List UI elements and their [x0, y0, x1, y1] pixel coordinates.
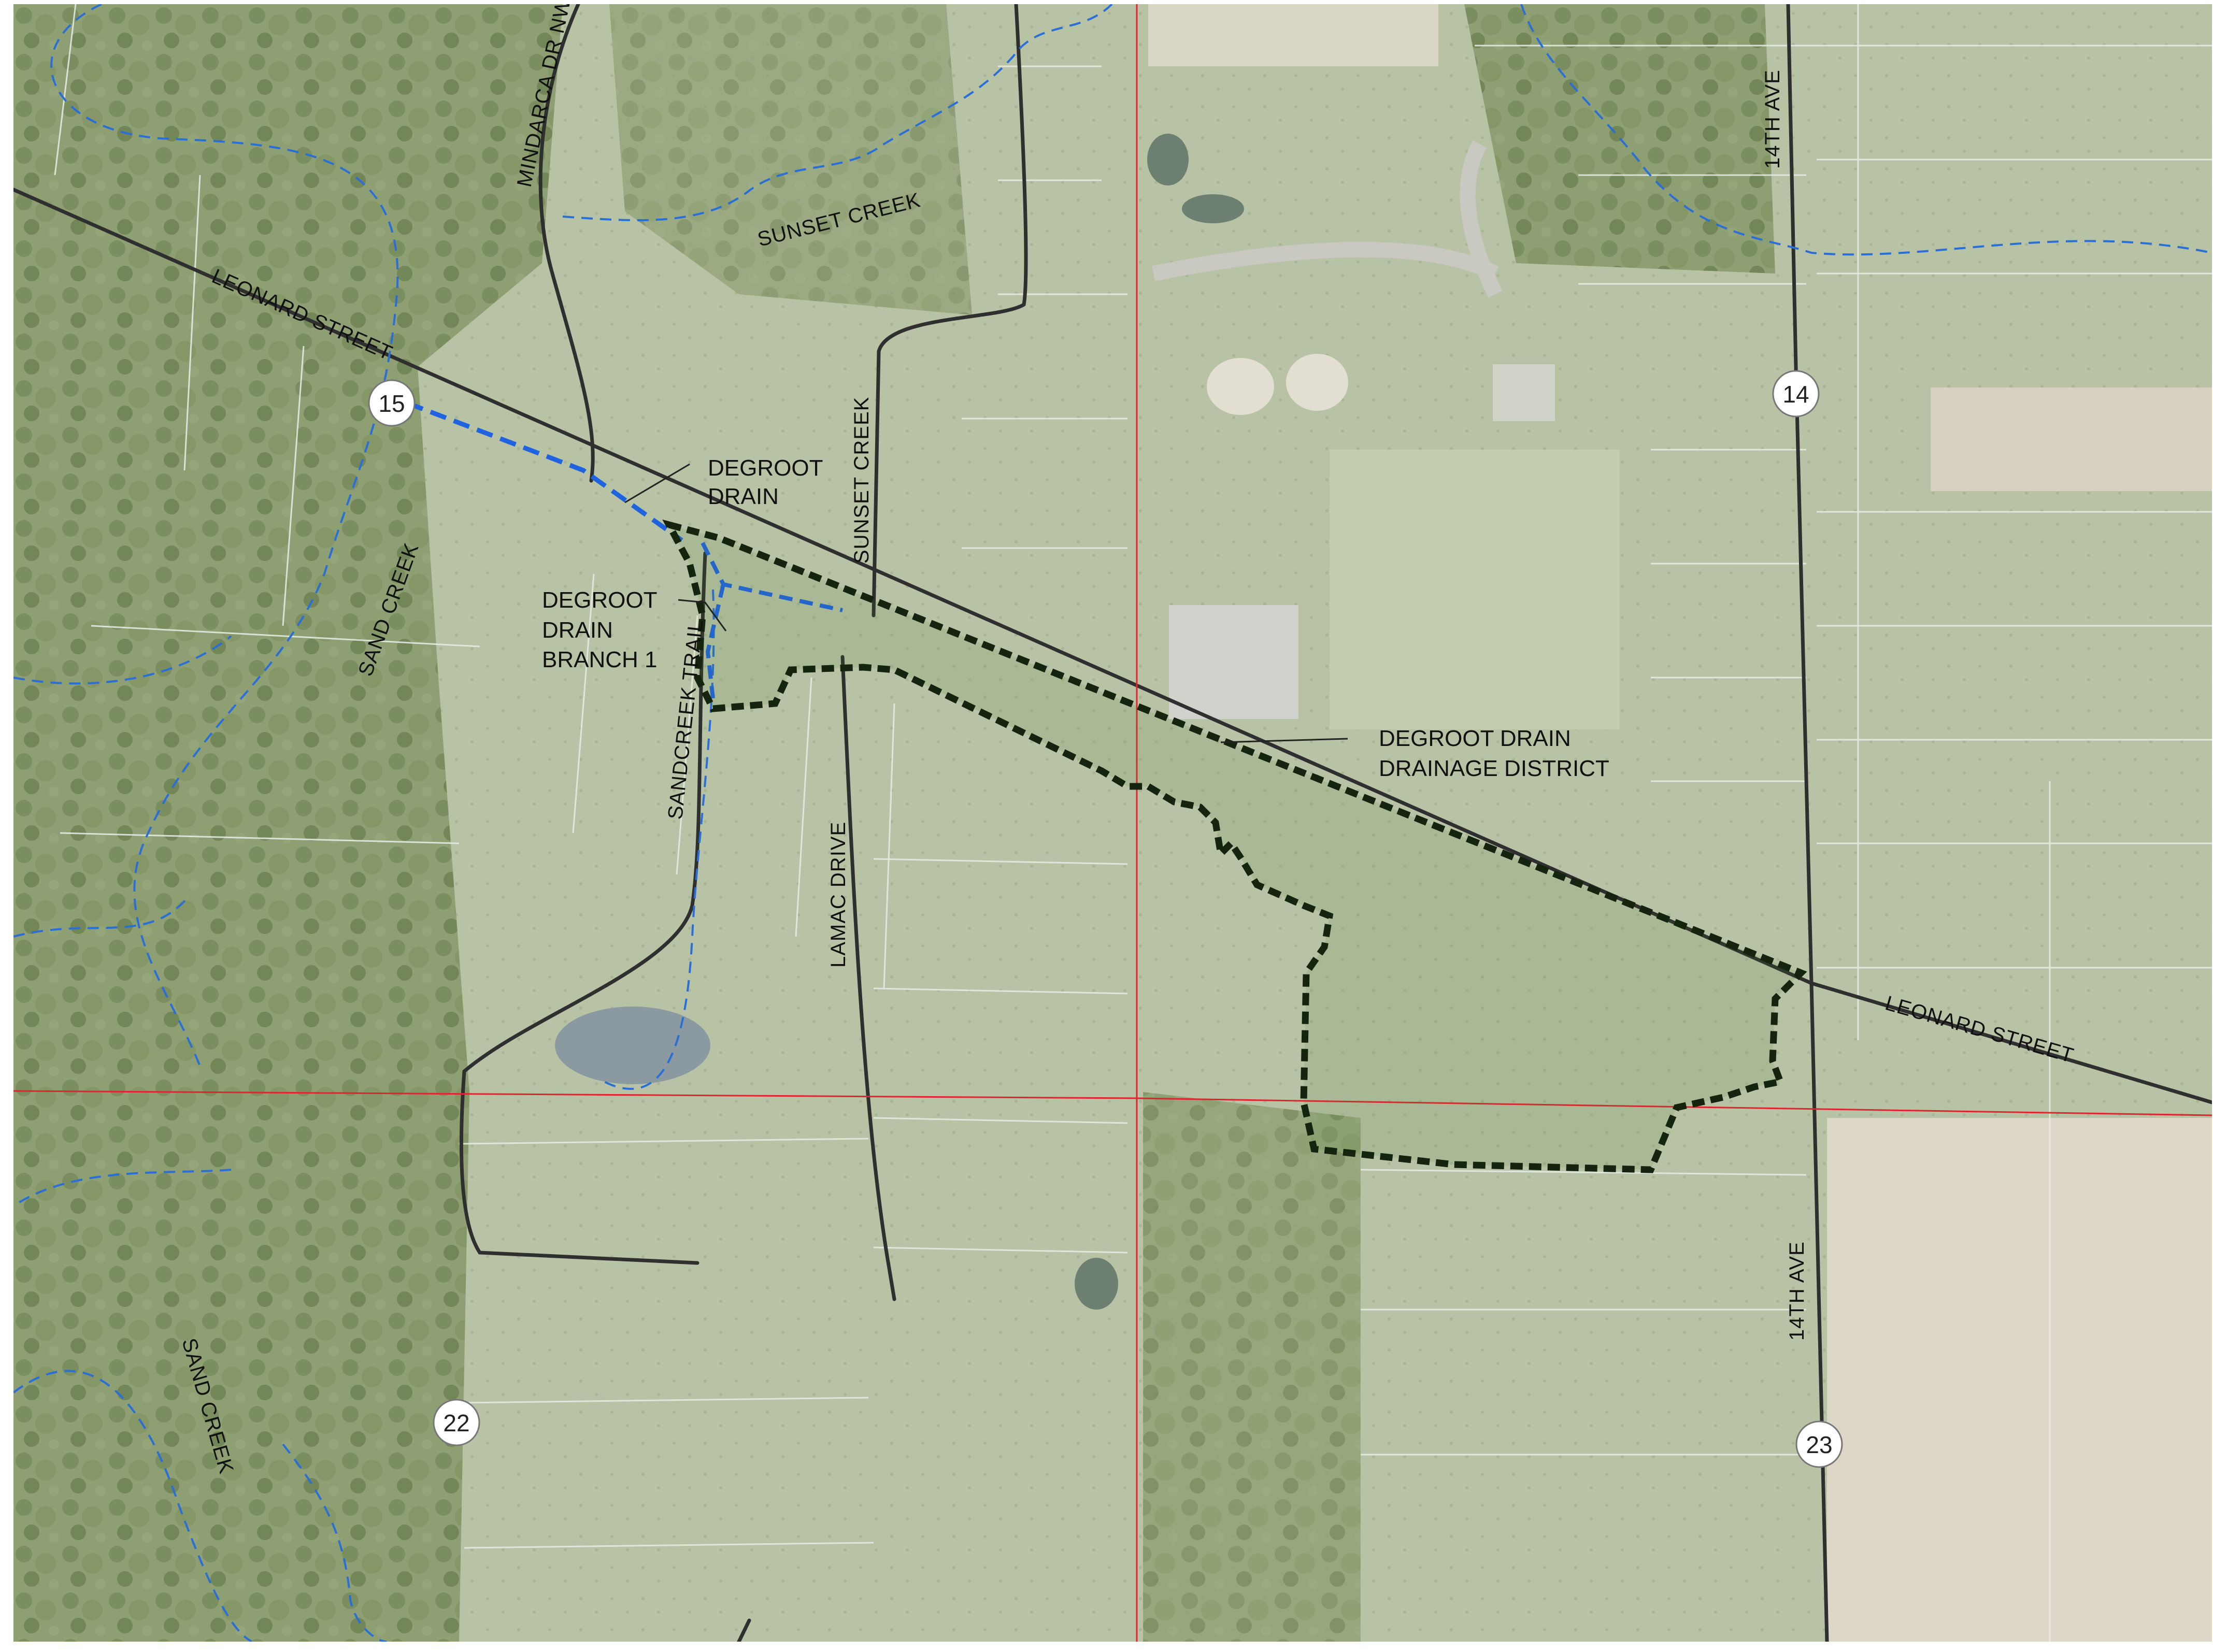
drainage-district-callout: DEGROOT DRAIN DRAINAGE DISTRICT [1379, 726, 1609, 781]
sunset-creek-dr-road [872, 4, 1028, 617]
degroot-drain-leader [624, 463, 690, 504]
lamac-drive-road [840, 655, 896, 1301]
crop-field-east [1827, 1118, 2212, 1642]
lamac-drive-label: LAMAC DRIVE [827, 822, 850, 968]
svg-text:15: 15 [378, 390, 405, 417]
section-lines [13, 4, 2212, 1642]
tennis-courts [1493, 364, 1555, 421]
section-marker-23: 23 [1795, 1420, 1843, 1468]
svg-text:14: 14 [1782, 381, 1809, 408]
degroot-drain-line [406, 400, 683, 542]
sunset-creek-line [562, 4, 1113, 222]
pond-north-2 [1182, 194, 1244, 223]
pond-sandcreek [555, 1007, 710, 1084]
pond-south [1075, 1258, 1118, 1310]
sandcreek-trail-road [459, 551, 707, 1265]
mindarca-dr-road [538, 4, 595, 483]
sunset-creek-drive-label: SUNSET CREEK [850, 397, 873, 564]
section-marker-14: 14 [1772, 370, 1820, 418]
sandcreek-trail-south [737, 1618, 751, 1642]
drainage-district-boundary[interactable] [662, 519, 1807, 1173]
woods-west [13, 4, 563, 1642]
pond-north [1147, 134, 1189, 185]
park-road [1152, 140, 1503, 298]
ball-field-2 [1286, 354, 1348, 411]
parcel-lines [54, 4, 2212, 1642]
degroot-branch-leader [678, 599, 727, 631]
map-frame[interactable]: LEONARD STREET LEONARD STREET MINDARCA D… [13, 4, 2212, 1642]
ball-field-1 [1207, 358, 1274, 415]
svg-text:23: 23 [1806, 1431, 1832, 1458]
section-marker-15: 15 [368, 379, 416, 427]
creeks [13, 4, 2212, 1642]
14th-ave-north-label: 14TH AVE [1761, 69, 1784, 169]
park-field [1330, 450, 1620, 729]
sand-creek-west-branch [13, 635, 232, 1207]
road-network [13, 4, 2212, 1642]
degroot-branch-callout: DEGROOT DRAIN BRANCH 1 [542, 587, 663, 672]
sand-creek-north-line [50, 4, 399, 1067]
parking-lot [1169, 605, 1298, 719]
callout-leaders [624, 463, 1348, 743]
section-marker-22: 22 [433, 1399, 480, 1446]
14th-ave-road [1786, 4, 1829, 1642]
airfield-area [1148, 4, 1438, 66]
degroot-drain-branch-line [701, 542, 843, 699]
sand-creek-south-line [13, 1370, 387, 1642]
section-line-horizontal [13, 1090, 2212, 1116]
crop-field-ne [1931, 387, 2212, 491]
woods-northcenter [609, 4, 972, 315]
14th-ave-south-label: 14TH AVE [1786, 1241, 1808, 1341]
svg-text:22: 22 [443, 1410, 469, 1436]
aerial-map[interactable]: LEONARD STREET LEONARD STREET MINDARCA D… [13, 4, 2212, 1642]
district-leader [1220, 738, 1348, 743]
degroot-drain-callout: DEGROOT DRAIN [708, 455, 829, 509]
woods-center-south [1143, 1092, 1361, 1642]
east-creek-line [1520, 4, 2212, 256]
